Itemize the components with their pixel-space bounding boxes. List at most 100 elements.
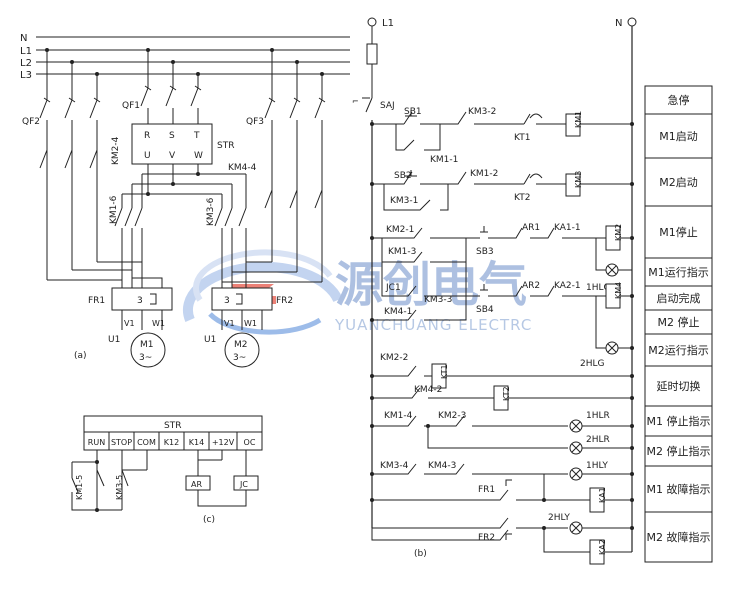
row-m1-stop: KM2-1 AR1 KA1-1 KM2 SB3 KM1-3 JC1 KM3-3 …	[370, 223, 634, 305]
km4-3-label: KM4-3	[428, 461, 456, 471]
fr2-contact-label: FR2	[478, 533, 495, 543]
diagram-c-label: (c)	[203, 515, 215, 525]
ar-label: AR	[191, 480, 202, 489]
row-ka1: FR1 KA1	[370, 474, 634, 513]
m1-u1: U1	[108, 335, 120, 345]
watermark-cn: 源创电气	[335, 257, 527, 313]
fr1-label: FR1	[88, 296, 105, 306]
row-hly1: KM3-4 KM4-3 1HLY	[370, 461, 634, 481]
str-t: T	[193, 131, 200, 141]
str-output-wiring: KM1-6 KM3-6	[109, 173, 247, 262]
km1-3-label: KM1-3	[388, 247, 416, 257]
terminal-stop: STOP	[111, 438, 132, 447]
m2-v1: V1	[224, 319, 235, 328]
bus-bars: N L1 L2 L3	[20, 33, 350, 81]
motor1-feed: 3 FR1 V1 W1 U1 M1 3~	[47, 240, 173, 368]
legend-item: M2运行指示	[648, 343, 709, 357]
bus-l3-label: L3	[20, 70, 32, 81]
diagram-b-label: (b)	[414, 549, 427, 559]
terminal-row: RUN STOP COM K12 K14 +12V OC	[88, 432, 256, 450]
legend-item: M1运行指示	[648, 265, 709, 279]
km1-4-label: KM1-4	[384, 411, 413, 421]
terminal-com: COM	[137, 438, 156, 447]
terminal-oc: OC	[244, 438, 256, 447]
terminal-12v: +12V	[212, 438, 235, 447]
m1-v1: V1	[124, 319, 135, 328]
str-soft-starter: R S T U V W STR	[131, 123, 234, 196]
ka1-1-label: KA1-1	[554, 223, 581, 233]
legend-item: M1停止	[659, 225, 698, 239]
str-s: S	[169, 131, 175, 141]
diagram-a-label: (a)	[74, 351, 87, 361]
fr1-contact-label: FR1	[478, 485, 495, 495]
km3-3-label: KM3-3	[424, 295, 452, 305]
motor-m1-icon	[130, 332, 166, 368]
qf3-breaker: QF3 KM4-4	[228, 50, 326, 282]
km4-4-label: KM4-4	[228, 163, 257, 173]
legend-item: M2 停止指示	[647, 444, 711, 458]
legend-item: 急停	[668, 93, 690, 107]
diagram-b: L1 N ⌐ SAJ SB1 KM3-2 KT1 KM1 KM1-1	[352, 17, 637, 565]
km1-5-label: KM1-5	[75, 475, 84, 500]
qf2-label: QF2	[22, 117, 40, 127]
row-m1-start: SB1 KM3-2 KT1 KM1 KM1-1	[370, 107, 634, 165]
kt1-label: KT1	[514, 133, 530, 143]
ar2-label: AR2	[522, 281, 540, 291]
fr2-label: FR2	[276, 296, 293, 306]
km1-6-label: KM1-6	[109, 195, 119, 224]
bus-n-label: N	[20, 33, 27, 44]
terminal-run: RUN	[88, 438, 105, 447]
motor-m2-icon	[224, 332, 260, 368]
ar1-label: AR1	[522, 223, 540, 233]
km3-2-label: KM3-2	[468, 107, 496, 117]
str-r: R	[144, 131, 150, 141]
ka1-coil-label: KA1	[598, 487, 607, 503]
legend-item: 延时切换	[657, 379, 701, 393]
row-m2-start: SB2 KM1-2 KT2 KM3 KM3-1	[370, 169, 634, 211]
km2-coil-label: KM2	[614, 224, 623, 241]
terminal-k14: K14	[189, 438, 204, 447]
legend-item: M2启动	[659, 176, 698, 189]
hly2-label: 2HLY	[548, 513, 570, 523]
m1-w1: W1	[152, 319, 165, 328]
str-v: V	[169, 151, 176, 161]
saj-label: SAJ	[380, 101, 395, 111]
km4-coil-label: KM4	[614, 282, 623, 299]
qf1-breaker: QF1	[122, 50, 202, 124]
km1-1-label: KM1-1	[430, 155, 458, 165]
legend-item: M1 故障指示	[647, 482, 711, 496]
fr2-heater-label: 3	[224, 296, 230, 306]
terminal-k12: K12	[164, 438, 179, 447]
qf3-label: QF3	[246, 117, 264, 127]
str-u: U	[144, 151, 151, 161]
row-kt2: KM4-2 KT2	[370, 385, 634, 411]
m1-ac: 3~	[139, 353, 152, 363]
b-l1-label: L1	[382, 18, 394, 29]
bus-l2-label: L2	[20, 58, 32, 69]
sb2-label: SB2	[394, 171, 412, 181]
watermark-en: YUANCHUANG ELECTRC	[334, 316, 532, 334]
qf2-breaker: QF2 KM2-4	[22, 50, 121, 280]
ka2-1-label: KA2-1	[554, 281, 581, 291]
km2-2-label: KM2-2	[380, 353, 408, 363]
row-m2-stop: AR2 KA2-1 KM4 SB4 KM4-1 2HLG	[370, 281, 634, 369]
fr1-heater-label: 3	[137, 296, 143, 306]
motor2-feed: 3 FR2 V1 W1 U1 M2 3~	[204, 240, 322, 368]
legend-frame	[644, 85, 713, 563]
km4-2-label: KM4-2	[414, 385, 442, 395]
m1-label: M1	[140, 340, 154, 350]
m2-u1: U1	[204, 335, 216, 345]
n-terminal-icon	[627, 17, 637, 27]
sb4-label: SB4	[476, 305, 494, 315]
kt1-coil-label: KT1	[440, 364, 449, 379]
hlg1-label: 1HLG	[586, 283, 611, 293]
hly1-label: 1HLY	[586, 461, 608, 471]
sb1-label: SB1	[404, 107, 422, 117]
km2-3-label: KM2-3	[438, 411, 466, 421]
str-w: W	[194, 151, 203, 161]
kt2-label: KT2	[514, 193, 530, 203]
hlr1-label: 1HLR	[586, 411, 610, 421]
diagram-a: N L1 L2 L3 QF2 KM2-4 QF1	[20, 33, 350, 368]
